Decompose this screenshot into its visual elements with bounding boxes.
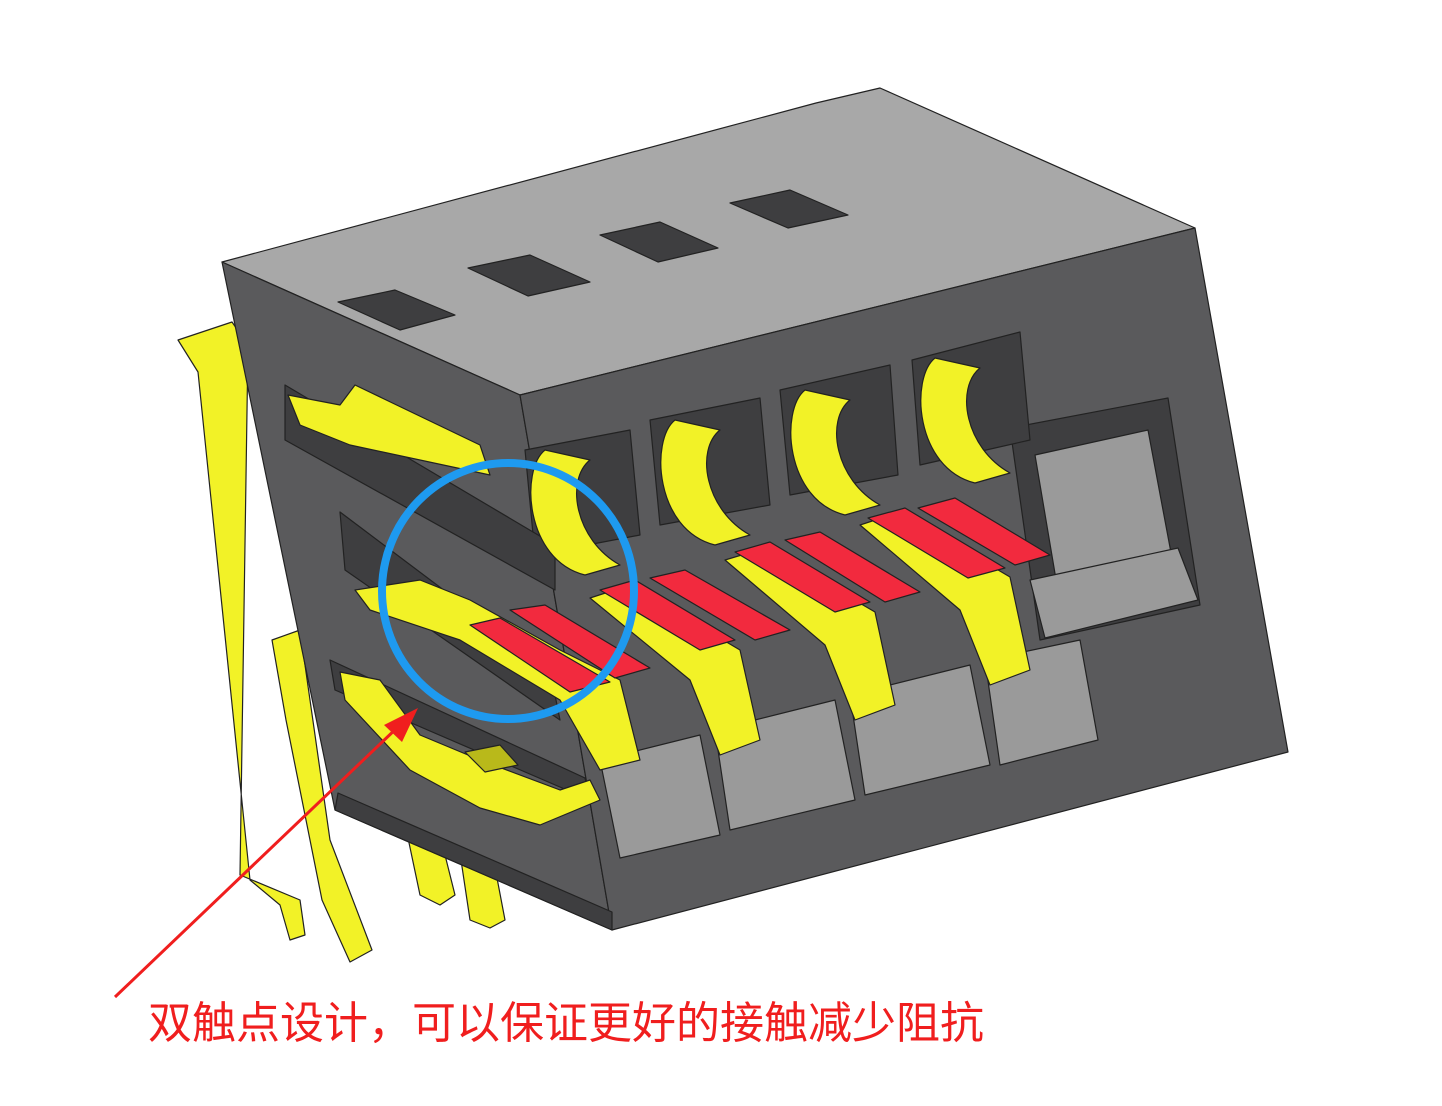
spring-contact: [920, 357, 1011, 484]
top-hole: [729, 189, 849, 229]
bottom-slot: [599, 734, 721, 859]
spring-contact: [790, 389, 881, 516]
top-holes: [337, 189, 849, 331]
bottom-contact-foot: [339, 671, 601, 826]
left-contact-tab: [287, 384, 491, 476]
arrow-line: [113, 723, 402, 999]
housing-bottom-lip: [334, 792, 613, 931]
socket-floor: [1029, 547, 1199, 639]
contact-plating: [867, 507, 1006, 579]
highlight-circle: [378, 459, 638, 723]
housing-front-face: [519, 227, 1289, 931]
socket-opening: [1009, 397, 1201, 641]
annotation-caption: 双触点设计，可以保证更好的接触减少阻抗: [148, 998, 984, 1049]
contact-plating: [917, 497, 1051, 566]
contact-plating: [734, 541, 871, 613]
contact-plating: [784, 531, 921, 603]
top-hole: [337, 289, 456, 331]
spring-contact: [660, 419, 751, 546]
arrow-head: [384, 708, 418, 742]
contact-arm: [354, 579, 641, 771]
annotation-arrow: [113, 708, 418, 999]
contact-plating: [469, 617, 611, 693]
top-hole: [599, 221, 719, 263]
contact-plating: [649, 569, 791, 641]
top-hole: [467, 254, 591, 297]
upper-contacts: [530, 357, 1011, 576]
foot-hole: [464, 744, 519, 773]
